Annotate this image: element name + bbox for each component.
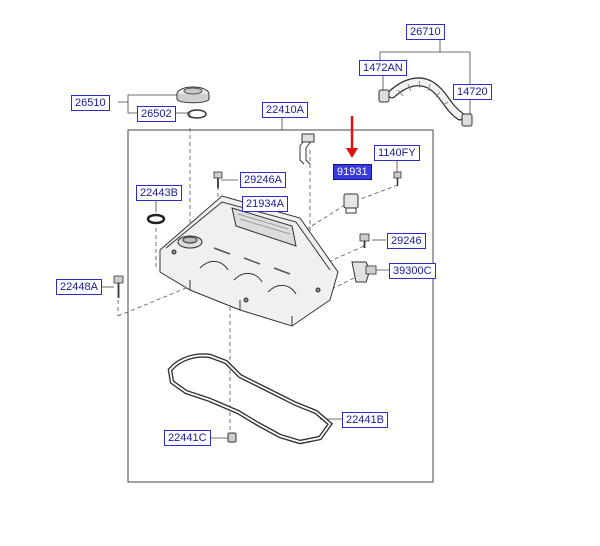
part-label-21934a[interactable]: 21934A: [242, 196, 288, 212]
part-label-26710[interactable]: 26710: [406, 24, 445, 40]
part-label-26510[interactable]: 26510: [71, 95, 110, 111]
washer-22443b: [146, 213, 166, 225]
part-label-22441c[interactable]: 22441C: [164, 430, 211, 446]
cylinder-head-cover: [159, 195, 339, 327]
part-label-14720[interactable]: 14720: [453, 84, 492, 100]
breather-hose: [378, 77, 473, 127]
part-label-22448a[interactable]: 22448A: [56, 279, 102, 295]
connector-91931: [343, 193, 359, 214]
part-label-22443b[interactable]: 22443B: [136, 185, 182, 201]
assembly-frame: [127, 129, 434, 483]
pcv-pipe: [299, 133, 315, 165]
part-label-1140fy[interactable]: 1140FY: [374, 145, 420, 161]
plug-22441c: [227, 432, 237, 443]
bolt-22448a: [113, 275, 124, 298]
part-label-26502[interactable]: 26502: [137, 106, 176, 122]
stud-29246a: [213, 171, 223, 188]
part-label-29246[interactable]: 29246: [387, 233, 426, 249]
part-label-29246a[interactable]: 29246A: [240, 172, 286, 188]
bolt-1140fy: [393, 171, 402, 186]
part-label-22410a[interactable]: 22410A: [262, 102, 308, 118]
oil-filler-cap: [176, 86, 210, 119]
part-label-1472an[interactable]: 1472AN: [359, 60, 407, 76]
cam-sensor-39300c: [351, 261, 377, 283]
highlight-arrow: [346, 116, 358, 158]
part-label-22441b[interactable]: 22441B: [342, 412, 388, 428]
part-label-39300c[interactable]: 39300C: [389, 263, 436, 279]
stud-29246: [359, 233, 370, 248]
part-label-91931-highlighted[interactable]: 91931: [333, 164, 372, 180]
cover-gasket: [167, 353, 334, 445]
leader-lines: [100, 38, 471, 439]
